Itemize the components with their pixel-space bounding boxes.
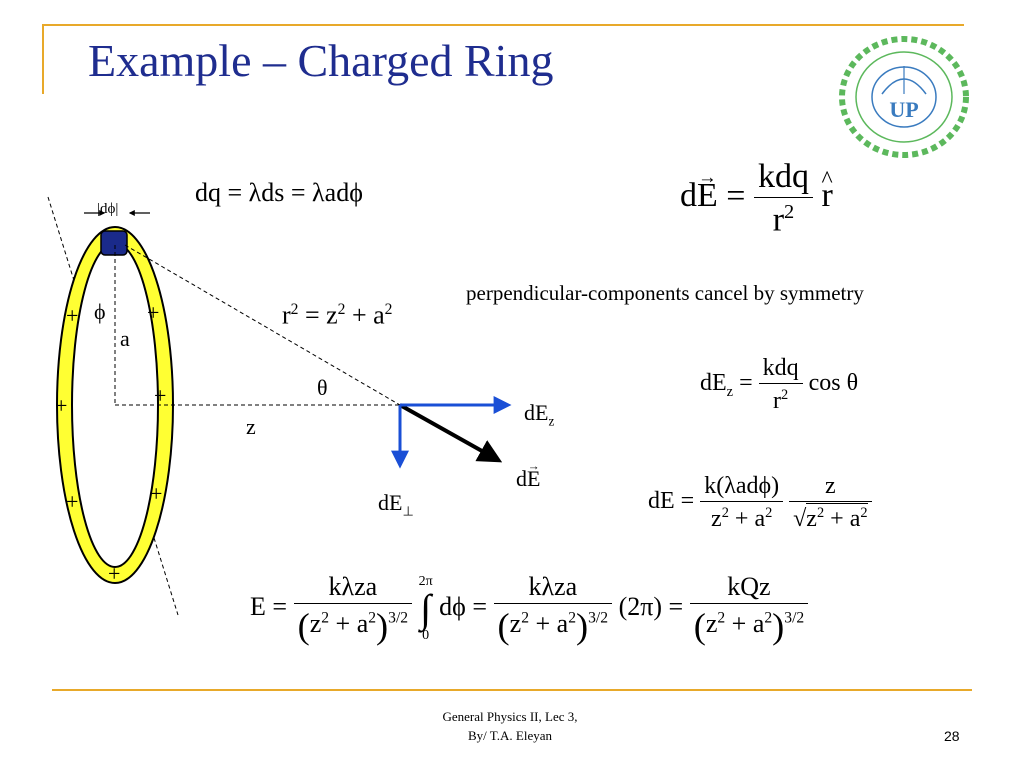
dE-equation: dE = k(λadϕ)z2 + a2 z√z2 + a2 [648,474,872,532]
symmetry-note: perpendicular-components cancel by symme… [466,281,864,305]
z-label: z [246,414,256,439]
theta-label: θ [317,375,328,400]
slide-title: Example – Charged Ring [88,35,554,86]
charge-element [100,230,128,256]
footer-line-2: By/ T.A. Eleyan [467,728,552,743]
page-number: 28 [944,728,960,744]
footer-line-1: General Physics II, Lec 3, [442,709,578,724]
university-logo: UP [839,36,969,158]
phi-label: ϕ [94,299,106,324]
radius-label: a [120,326,130,351]
r-squared-equation: r2 = z2 + a2 [282,300,393,330]
plus-sign: + [150,481,162,506]
top-accent-line [44,24,964,26]
footer: General Physics II, Lec 3, By/ T.A. Eley… [380,707,640,745]
dEz-label: dEz [524,400,555,429]
plus-sign: + [66,303,78,328]
plus-sign: + [55,393,67,418]
final-E-equation: E = kλza(z2 + a2)3/2 2π ∫ 0 dϕ = kλza(z2… [250,574,809,644]
plus-sign: + [147,300,159,325]
bottom-accent-line [52,689,972,691]
dE-vector-label: dE [516,459,541,492]
plus-sign: + [154,383,166,408]
dq-equation: dq = λds = λadϕ [195,178,363,207]
plus-sign: + [108,561,120,586]
charged-ring-diagram: + + + + + + + [47,196,512,616]
dphi-label: |dϕ| [97,201,119,217]
dE-vector-arrow [399,403,503,463]
plus-sign: + [66,489,78,514]
logo-text: UP [889,97,918,122]
left-accent-line [42,24,44,94]
dEperp-label: dE⊥ [378,490,414,519]
